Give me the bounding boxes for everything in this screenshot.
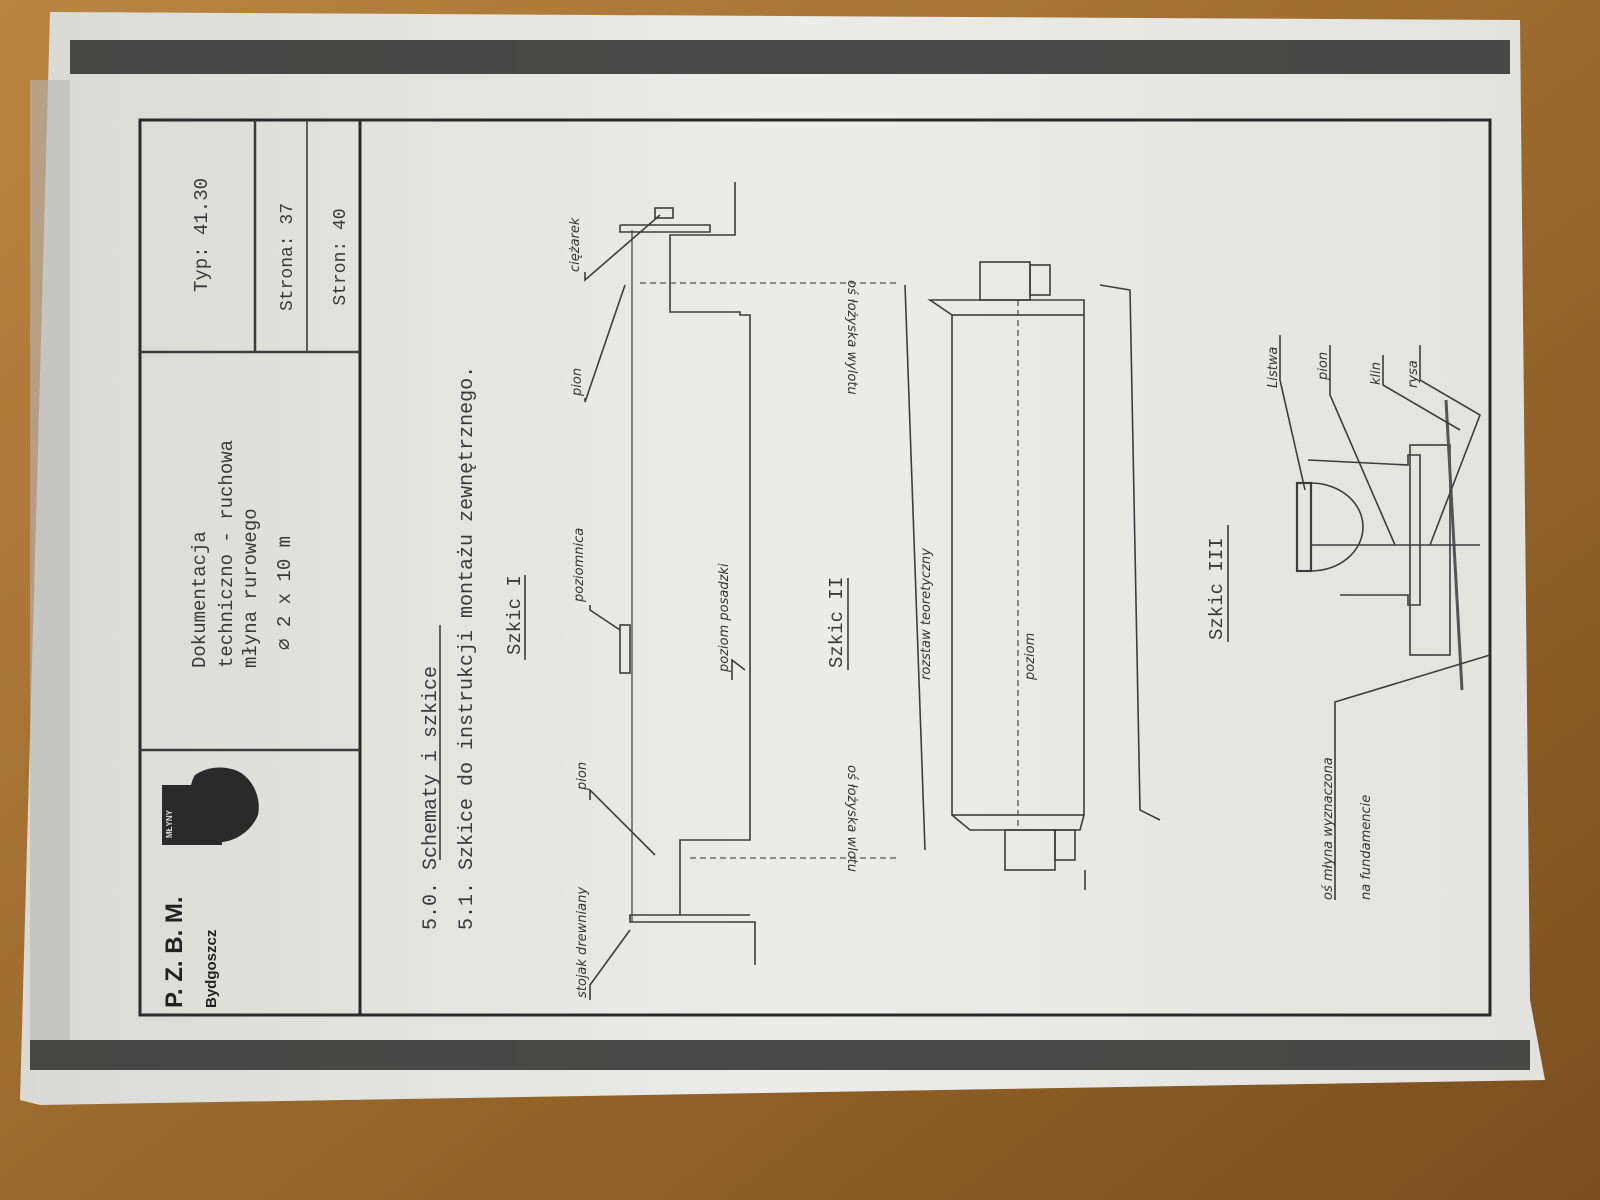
svg-text:MŁYNY: MŁYNY: [165, 809, 174, 838]
section-5-1: 5.1. Szkice do instrukcji montażu zewnęt…: [456, 366, 479, 930]
label-pion-3: pion: [1316, 352, 1331, 381]
document-frame: [138, 118, 1492, 1017]
label-klin: klin: [1369, 362, 1384, 385]
label-os-lozyska-wylotu: oś łożyska wylotu: [844, 280, 859, 395]
paper-sheet: [20, 12, 1545, 1105]
section-5-0: 5.0. Schematy i szkice: [420, 666, 443, 930]
company-name: P. Z. B. M.: [161, 896, 188, 1008]
sketch-1: Szkic I stojak drewniany pion poziomnica…: [504, 182, 900, 1000]
label-listwa: Listwa: [1266, 347, 1281, 388]
doc-title-line-2: techniczno - ruchowa: [216, 440, 238, 668]
doc-page-count: Stron: 40: [331, 208, 351, 305]
label-ciezarek: ciężarek: [568, 217, 583, 272]
copy-edge-left: [30, 80, 70, 1040]
label-stojak-drewniany: stojak drewniany: [575, 887, 590, 998]
label-poziom: poziom: [1023, 633, 1038, 681]
sketch-2: Szkic II rozstaw teoretyczny poziom: [826, 261, 1161, 890]
copy-edge-bottom: [30, 1040, 1530, 1070]
label-rozstaw-teoretyczny: rozstaw teoretyczny: [919, 548, 934, 680]
company-logo: MŁYNY: [162, 767, 259, 845]
company-city: Bydgoszcz: [203, 930, 220, 1008]
doc-title-line-3: młyna rurowego: [240, 508, 262, 668]
label-rysa: rysa: [1406, 360, 1421, 388]
copy-edge-top: [70, 40, 1510, 74]
label-na-fundamencie: na fundamencie: [1359, 795, 1374, 900]
sketch-1-title: Szkic I: [504, 575, 526, 655]
doc-title-line-4: ∅ 2 x 10 m: [274, 536, 296, 650]
doc-page: Strona: 37: [278, 203, 298, 311]
label-os-mlyna: oś młyna wyznaczona: [1321, 757, 1336, 900]
label-poziomnica: poziomnica: [572, 528, 587, 603]
label-poziom-posadzki: poziom posadzki: [717, 563, 732, 673]
sketch-2-title: Szkic II: [826, 577, 848, 668]
sketch-3: Szkic III Listwa pion klin rysa oś młyna…: [1206, 335, 1491, 900]
doc-title-line-1: Dokumentacja: [189, 531, 211, 668]
label-os-lozyska-wlotu: oś łożyska wlotu: [844, 765, 859, 872]
sketch-3-title: Szkic III: [1206, 537, 1228, 640]
label-pion-right: pion: [570, 368, 585, 397]
doc-type: Typ: 41.30: [191, 178, 213, 292]
label-pion-left: pion: [575, 762, 590, 791]
